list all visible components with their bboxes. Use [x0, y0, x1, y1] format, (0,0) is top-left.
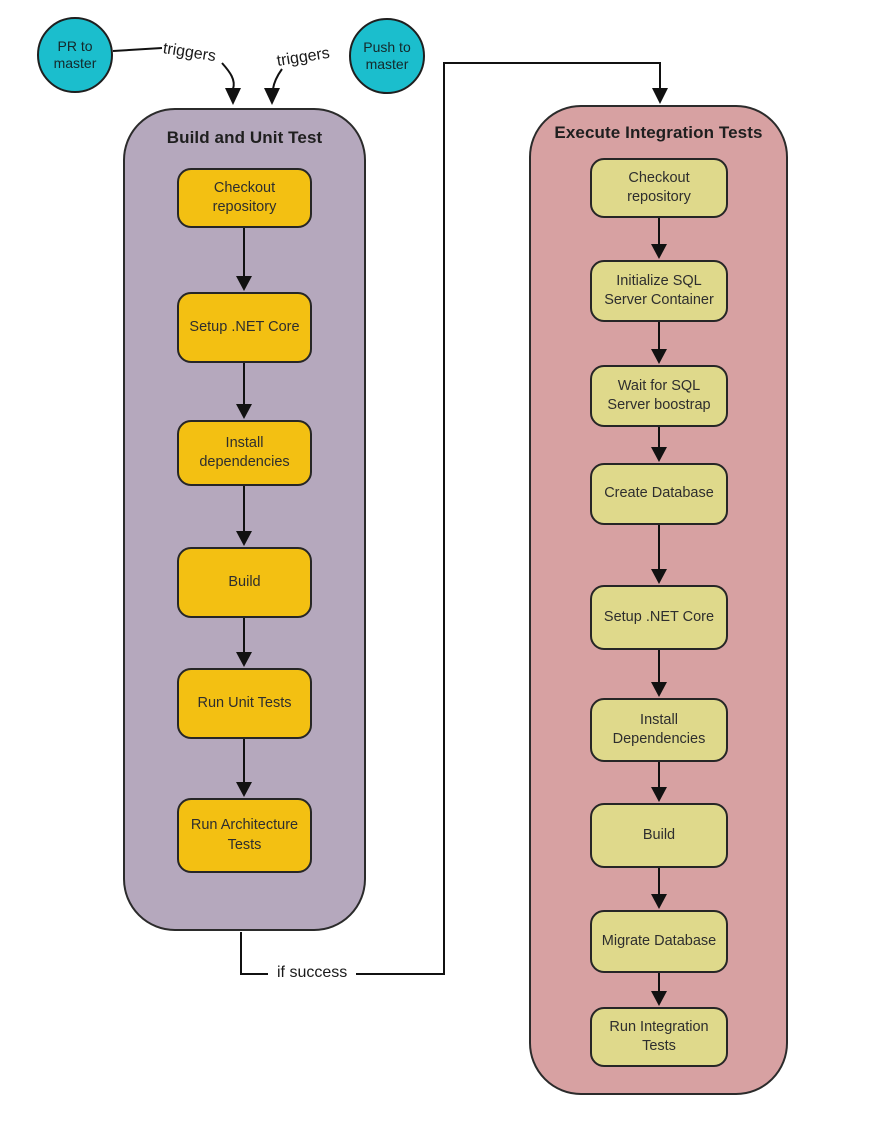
- edge-triggers-left: [221, 62, 235, 90]
- step-install-dependencies-2: Install Dependencies: [590, 698, 728, 762]
- edge-label-triggers-left: triggers: [161, 40, 218, 66]
- edge-label-triggers-right: triggers: [275, 44, 331, 70]
- step-checkout-repository: Checkout repository: [177, 168, 312, 228]
- node-pr-to-master: PR to master: [37, 17, 113, 93]
- arrowhead-triggers-right: [264, 88, 280, 105]
- step-run-integration-tests: Run Integration Tests: [590, 1007, 728, 1067]
- step-setup-dotnet-core: Setup .NET Core: [177, 292, 312, 363]
- edge-pr-to-triggers: [112, 47, 163, 52]
- step-setup-dotnet-core-2: Setup .NET Core: [590, 585, 728, 650]
- step-run-unit-tests: Run Unit Tests: [177, 668, 312, 739]
- step-build: Build: [177, 547, 312, 618]
- step-checkout-repository-2: Checkout repository: [590, 158, 728, 218]
- step-build-2: Build: [590, 803, 728, 868]
- step-migrate-database: Migrate Database: [590, 910, 728, 973]
- step-run-architecture-tests: Run Architecture Tests: [177, 798, 312, 873]
- pipeline-title-integration-tests: Execute Integration Tests: [554, 123, 763, 142]
- step-install-dependencies: Install dependencies: [177, 420, 312, 486]
- edge-triggers-right: [272, 68, 283, 90]
- node-push-to-master: Push to master: [349, 18, 425, 94]
- step-wait-for-sql-server-boostrap: Wait for SQL Server boostrap: [590, 365, 728, 427]
- step-initialize-sql-server-container: Initialize SQL Server Container: [590, 260, 728, 322]
- pipeline-title-build-unit-test: Build and Unit Test: [166, 128, 323, 147]
- step-create-database: Create Database: [590, 463, 728, 525]
- edge-label-if-success: if success: [268, 964, 357, 982]
- arrowhead-triggers-left: [225, 88, 241, 105]
- arrowhead-if-success: [652, 88, 668, 104]
